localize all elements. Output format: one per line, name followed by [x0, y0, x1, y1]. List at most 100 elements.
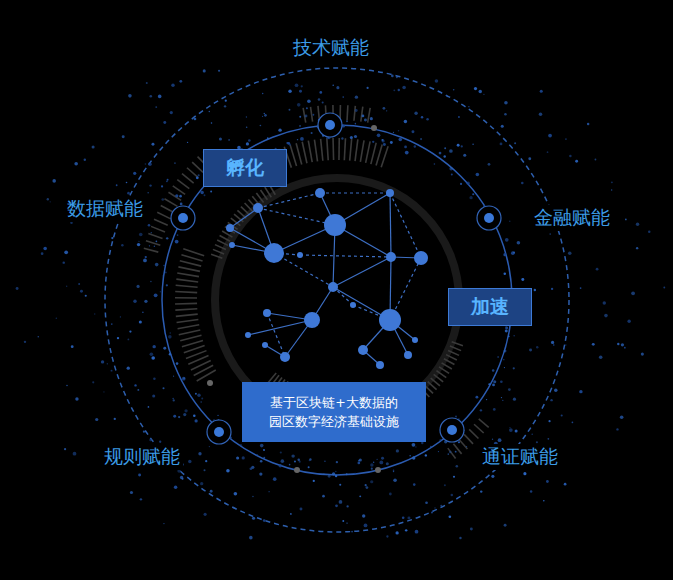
particle — [183, 377, 185, 379]
enable-label: 数据赋能 — [64, 196, 146, 222]
particle — [434, 507, 435, 508]
particle — [143, 259, 147, 263]
particle — [420, 138, 422, 140]
tick-stroke — [164, 199, 177, 207]
particle — [580, 287, 582, 289]
particle — [564, 483, 567, 486]
particle — [491, 475, 494, 478]
particle — [111, 237, 113, 239]
network-dot — [350, 302, 356, 308]
particle — [252, 517, 255, 520]
particle — [480, 490, 482, 492]
particle — [267, 137, 269, 139]
tick-stroke — [211, 254, 222, 258]
particle — [504, 272, 507, 275]
tick-stroke — [446, 355, 457, 360]
particle — [336, 86, 339, 89]
network-link — [300, 255, 391, 257]
particle — [182, 377, 186, 381]
particle — [366, 87, 368, 89]
tick-stroke — [321, 139, 323, 161]
particle — [514, 142, 516, 144]
particle — [150, 281, 151, 282]
particle — [355, 123, 357, 125]
particle — [107, 363, 108, 364]
particle — [599, 355, 603, 359]
particle — [304, 115, 307, 118]
particle — [295, 83, 299, 87]
particle — [289, 109, 291, 111]
particle — [73, 452, 77, 456]
particle — [456, 465, 459, 468]
particle — [158, 95, 162, 99]
particle — [122, 135, 125, 138]
tick-stroke — [436, 371, 446, 378]
particle — [297, 103, 301, 107]
network-link — [248, 320, 312, 335]
network-dot — [280, 352, 290, 362]
particle — [309, 458, 311, 460]
particle — [539, 113, 542, 116]
particle — [175, 240, 179, 244]
tick-stroke — [182, 340, 203, 346]
particle — [155, 106, 157, 108]
particle — [381, 457, 384, 460]
particle — [531, 433, 533, 435]
tick-stroke — [169, 192, 182, 200]
particle — [290, 513, 292, 515]
particle — [455, 415, 457, 417]
particle — [248, 139, 251, 142]
particle — [412, 443, 416, 447]
particle — [176, 362, 179, 365]
particle — [196, 177, 199, 180]
tick-stroke — [157, 212, 170, 219]
particle — [66, 286, 67, 287]
particle — [648, 230, 650, 232]
particle — [151, 356, 155, 360]
particle — [128, 94, 132, 98]
tick-stroke — [176, 285, 198, 287]
particle — [469, 196, 472, 199]
particle — [505, 327, 508, 330]
particle — [126, 182, 128, 184]
particle — [71, 345, 74, 348]
particle — [604, 314, 608, 318]
tick-stroke — [290, 145, 296, 166]
tick-stroke — [175, 303, 197, 305]
tick-stroke — [217, 240, 228, 245]
particle — [264, 114, 267, 117]
particle — [373, 461, 374, 462]
tick-stroke — [261, 190, 268, 200]
particle — [200, 482, 203, 485]
particle — [391, 75, 394, 78]
particle — [346, 505, 348, 507]
particle — [85, 295, 87, 297]
particle — [565, 344, 566, 345]
particle — [78, 283, 80, 285]
particle — [262, 93, 263, 94]
ring-node-dot — [325, 120, 335, 130]
tick-stroke — [175, 297, 197, 299]
particle — [324, 460, 326, 462]
particle — [631, 291, 635, 295]
particle — [521, 278, 524, 281]
tick-stroke — [361, 107, 363, 122]
particle — [383, 143, 386, 146]
particle — [528, 157, 531, 160]
network-link — [333, 257, 391, 287]
particle — [561, 414, 563, 416]
particle — [289, 464, 291, 466]
particle — [625, 219, 627, 221]
particle — [163, 121, 166, 124]
tick-stroke — [311, 107, 313, 122]
tick-stroke — [314, 140, 317, 162]
particle — [611, 189, 612, 190]
particle — [501, 397, 502, 398]
particle — [426, 118, 429, 121]
particle — [523, 472, 526, 475]
particle — [323, 473, 325, 475]
particle — [444, 147, 446, 149]
particle — [508, 335, 510, 337]
particle — [151, 232, 152, 233]
particle — [475, 396, 478, 399]
